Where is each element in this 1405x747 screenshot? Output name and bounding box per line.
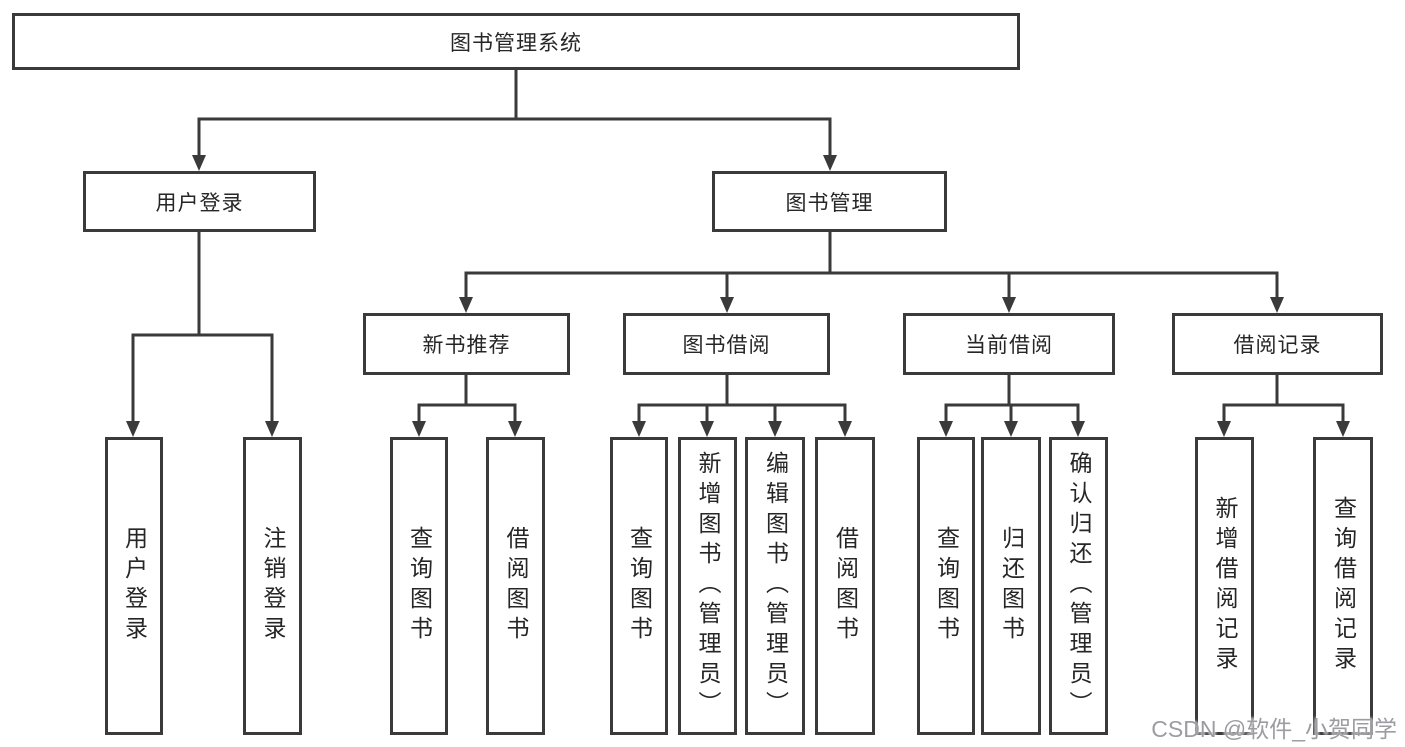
connector-shafts: [131, 68, 1345, 425]
leaf-query-borrow-record: 查询借阅记录: [1313, 437, 1373, 735]
leaf-user-login: 用户登录: [105, 437, 163, 735]
node-user-login: 用户登录: [83, 171, 316, 232]
leaf-query-books-borrow: 查询图书: [610, 437, 668, 735]
node-book-borrow: 图书借阅: [623, 313, 830, 375]
leaf-query-books-current: 查询图书: [917, 437, 975, 735]
leaf-add-book-admin: 新增图书（管理员）: [678, 437, 737, 735]
arrowheads: [126, 155, 1350, 437]
node-current-borrow: 当前借阅: [903, 313, 1115, 375]
leaf-logout: 注销登录: [243, 437, 302, 735]
node-library-management-system: 图书管理系统: [12, 13, 1020, 70]
leaf-query-books-recommend: 查询图书: [390, 437, 448, 735]
csdn-watermark: CSDN @软件_小贺同学: [1151, 716, 1397, 742]
node-borrow-records: 借阅记录: [1172, 313, 1383, 375]
node-book-management: 图书管理: [712, 171, 947, 232]
leaf-confirm-return-admin: 确认归还（管理员）: [1049, 437, 1108, 735]
leaf-borrow-books-recommend: 借阅图书: [486, 437, 545, 735]
node-new-book-recommend: 新书推荐: [363, 313, 570, 375]
leaf-borrow-books: 借阅图书: [815, 437, 875, 735]
leaf-add-borrow-record: 新增借阅记录: [1195, 437, 1254, 735]
leaf-return-book: 归还图书: [981, 437, 1041, 735]
leaf-edit-book-admin: 编辑图书（管理员）: [745, 437, 805, 735]
